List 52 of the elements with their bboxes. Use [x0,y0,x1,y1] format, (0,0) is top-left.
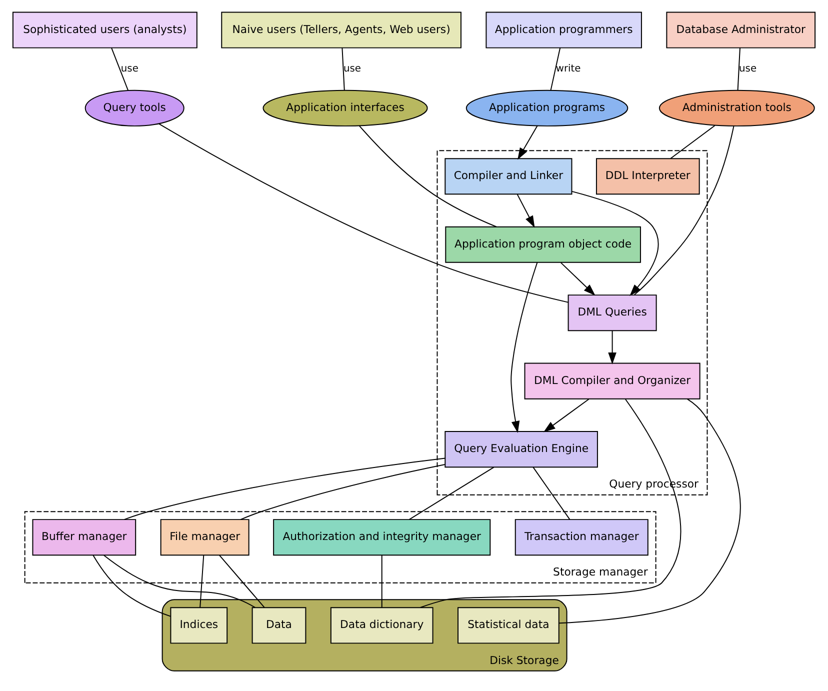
arrow [560,262,596,296]
connector [104,554,256,608]
connector [358,125,497,228]
edge-label: write [556,64,581,75]
connector [408,466,494,520]
node-box: Authorization and integrity manager [273,519,491,556]
edge-label: use [739,64,757,75]
edge-label: use [120,64,138,75]
arrow [510,262,538,433]
arrow [516,194,535,228]
node-box: File manager [160,519,250,556]
node-box: Indices [170,607,228,644]
arrow [608,330,616,364]
connector [240,464,446,520]
node-box: Data [252,607,306,644]
node-box: Application programmers [486,12,642,48]
node-ellipse: Application interfaces [262,90,428,126]
connector [158,123,569,303]
node-ellipse: Query tools [84,90,184,126]
node-box: Buffer manager [32,519,136,556]
node-ellipse: Application programs [466,90,628,126]
arrow [543,398,590,432]
connector [634,126,734,296]
node-box: Transaction manager [514,519,648,556]
connector [111,47,129,91]
edge-label: use [343,64,361,75]
connector [342,47,345,91]
connector [200,554,204,608]
node-box: Naive users (Tellers, Agents, Web users) [221,12,462,48]
connector [420,398,681,608]
arrow [572,190,659,296]
connector [670,125,716,159]
node-box: Application program object code [445,226,641,263]
connector [550,47,561,91]
connector [558,398,741,624]
node-box: DML Queries [568,294,657,332]
node-box: Sophisticated users (analysts) [12,12,198,48]
node-box: DDL Interpreter [596,158,700,195]
connector [532,466,570,520]
connector [92,554,171,617]
arrow [518,125,538,160]
connector [124,458,446,520]
connector [381,554,382,608]
node-box: DML Compiler and Organizer [524,362,700,400]
node-ellipse: Administration tools [658,90,815,126]
node-box: Compiler and Linker [444,158,572,195]
node-box: Database Administrator [666,12,816,48]
node-box: Query Evaluation Engine [444,431,598,468]
connector [737,47,740,91]
node-box: Statistical data [458,607,560,644]
connector [218,554,265,608]
node-box: Data dictionary [330,607,434,644]
